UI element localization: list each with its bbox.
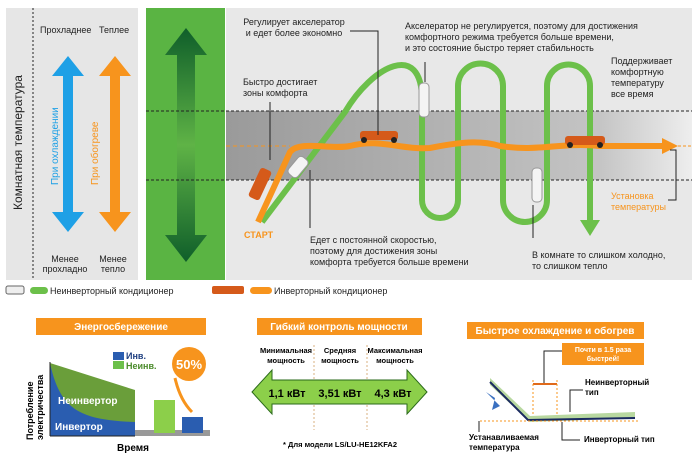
heating-arrow-label: При обогреве bbox=[89, 121, 101, 185]
legend-inverter: Инверторный кондиционер bbox=[274, 286, 387, 296]
power-min-value: 1,1 кВт bbox=[268, 388, 306, 400]
warmer-label: Теплее bbox=[99, 25, 129, 35]
legend: Неинверторный кондиционер Инверторный ко… bbox=[5, 285, 387, 296]
callout-constant-speed: Едет с постоянной скоростью,поэтому для … bbox=[310, 235, 469, 267]
car-icon bbox=[418, 82, 430, 118]
legend-inv: Инв. bbox=[126, 351, 146, 361]
heating-arrow: При обогреве bbox=[89, 56, 131, 232]
room-temperature-label: Комнатная температура bbox=[11, 75, 25, 210]
race-car-icon bbox=[360, 131, 398, 143]
car-icon bbox=[531, 167, 543, 203]
energy-ylabel: Потреблениеэлектричества bbox=[25, 374, 45, 440]
energy-saving-section: Энергосбережение Неинвертор Инвертор Пот… bbox=[25, 318, 210, 454]
power-title: Гибкий контроль мощности bbox=[270, 321, 407, 333]
fast-title: Быстрое охлаждение и обогрев bbox=[476, 325, 635, 337]
non-inverter-area-label: Неинвертор bbox=[58, 396, 118, 407]
saving-badge bbox=[172, 347, 206, 381]
energy-xlabel: Время bbox=[117, 443, 149, 454]
inverter-area-label: Инвертор bbox=[55, 422, 103, 433]
car-icon bbox=[5, 285, 25, 295]
car-icon bbox=[287, 155, 309, 179]
fast-inverter-label: Инверторный тип bbox=[584, 435, 655, 444]
inverter-curve-3d bbox=[489, 381, 636, 422]
saving-value: 50% bbox=[176, 357, 202, 372]
power-mid-value: 3,51 кВт bbox=[318, 388, 362, 400]
race-car-icon bbox=[212, 286, 244, 294]
inverter-curve bbox=[255, 139, 665, 224]
inverter-cylinder bbox=[182, 417, 203, 433]
power-max-value: 4,3 кВт bbox=[374, 388, 412, 400]
legend-noninv: Неинв. bbox=[126, 361, 157, 371]
cooling-arrow-label: При охлаждении bbox=[50, 107, 61, 185]
power-footnote: * Для модели LS/LU-HE12KFA2 bbox=[283, 440, 397, 449]
cooling-arrow: При охлаждении bbox=[50, 56, 84, 232]
fast-cooling-section: Быстрое охлаждение и обогрев Почти в 1.5… bbox=[467, 322, 655, 452]
race-car-icon bbox=[565, 136, 605, 148]
cooler-label: Прохладнее bbox=[40, 25, 91, 35]
range-double-arrow bbox=[165, 28, 207, 262]
green-swatch bbox=[30, 287, 48, 294]
callout-cold-warm: В комнате то слишком холодно,то слишком … bbox=[532, 250, 665, 271]
callout-no-accelerator: Акселератор не регулируется, поэтому для… bbox=[405, 21, 638, 53]
left-panel: Комнатная температура Прохладнее Теплее … bbox=[6, 8, 138, 280]
energy-title: Энергосбережение bbox=[74, 321, 168, 333]
legend-non-inverter: Неинверторный кондиционер bbox=[50, 286, 173, 296]
comfort-range-panel bbox=[146, 8, 225, 280]
power-double-arrow bbox=[251, 368, 428, 416]
down-arrow-icon bbox=[486, 392, 500, 410]
race-car-icon bbox=[248, 167, 272, 201]
orange-swatch bbox=[250, 287, 272, 294]
non-inverter-cylinder bbox=[154, 400, 175, 433]
start-label: СТАРТ bbox=[244, 230, 274, 240]
